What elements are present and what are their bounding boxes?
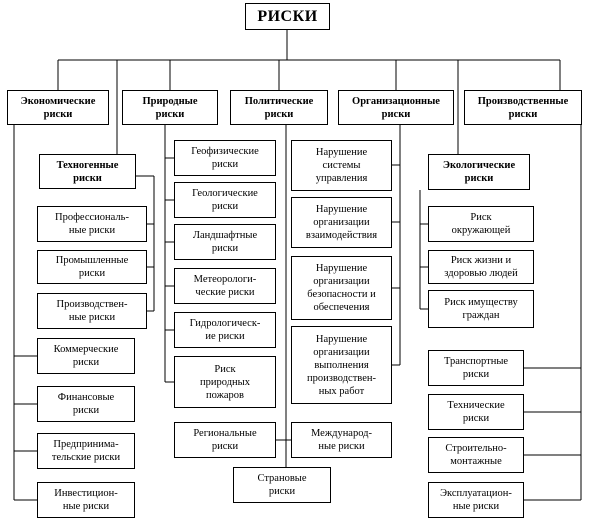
natural-item: Риск природных пожаров: [174, 356, 276, 408]
technogenic-risks: Техногенные риски: [39, 154, 136, 189]
technogenic-item: Промышленные риски: [37, 250, 147, 284]
category-production: Производственные риски: [464, 90, 582, 125]
production-item: Строительно- монтажные: [428, 437, 524, 473]
organizational-item: Нарушение системы управления: [291, 140, 392, 191]
natural-item: Геофизические риски: [174, 140, 276, 176]
production-item: Технические риски: [428, 394, 524, 430]
ecological-item: Риск имуществу граждан: [428, 290, 534, 328]
natural-item: Гидрологическ- ие риски: [174, 312, 276, 348]
natural-item: Геологические риски: [174, 182, 276, 218]
political-item-country: Страновые риски: [233, 467, 331, 503]
natural-item: Ландшафтные риски: [174, 224, 276, 260]
organizational-item: Нарушение организации взаимодействия: [291, 197, 392, 248]
category-economic: Экономические риски: [7, 90, 109, 125]
ecological-item: Риск жизни и здоровью людей: [428, 250, 534, 284]
technogenic-item: Производствен- ные риски: [37, 293, 147, 329]
ecological-item: Риск окружающей: [428, 206, 534, 242]
organizational-item: Нарушение организации безопасности и обе…: [291, 256, 392, 320]
economic-item: Инвестицион- ные риски: [37, 482, 135, 518]
natural-item: Метеорологи- ческие риски: [174, 268, 276, 304]
production-item: Эксплуатацион- ные риски: [428, 482, 524, 518]
political-item-regional: Региональные риски: [174, 422, 276, 458]
economic-item: Коммерческие риски: [37, 338, 135, 374]
economic-item: Финансовые риски: [37, 386, 135, 422]
root-node: РИСКИ: [245, 3, 330, 30]
production-item: Транспортные риски: [428, 350, 524, 386]
organizational-item: Нарушение организации выполнения произво…: [291, 326, 392, 404]
political-item-international: Международ- ные риски: [291, 422, 392, 458]
economic-item: Предпринима- тельские риски: [37, 433, 135, 469]
category-political: Политические риски: [230, 90, 328, 125]
category-natural: Природные риски: [122, 90, 218, 125]
category-organizational: Организационные риски: [338, 90, 454, 125]
ecological-risks: Экологические риски: [428, 154, 530, 190]
technogenic-item: Профессиональ- ные риски: [37, 206, 147, 242]
